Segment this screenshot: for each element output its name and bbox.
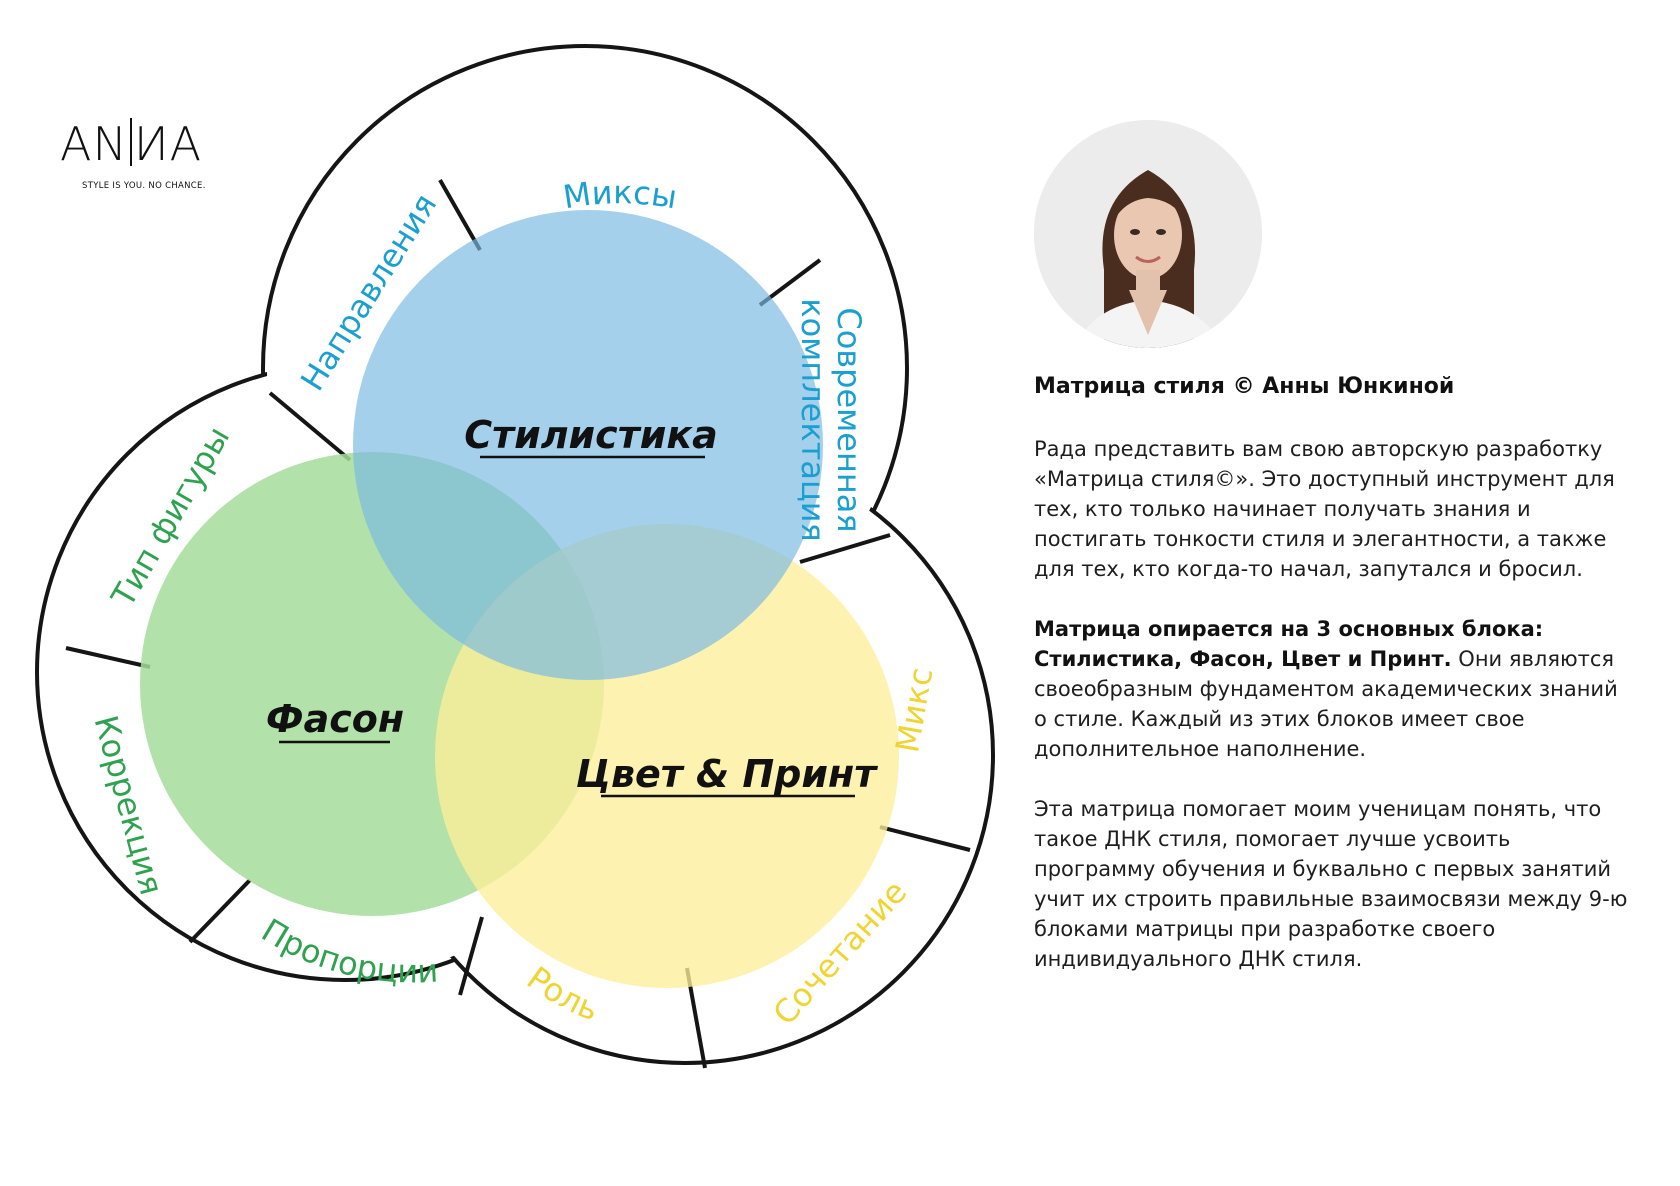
logo-tagline: STYLE IS YOU. NO CHANCE. [82,181,206,191]
segment-dividers [65,179,971,1069]
title-stylistics: Стилистика [464,413,718,457]
venn-circles [140,210,899,988]
style-matrix-diagram: Стилистика Фасон Цвет & Принт Миксы Напр… [35,44,995,1069]
svg-text:Современная: Современная [830,307,868,532]
circle-stylistics [353,210,823,680]
article-paragraph-3: Эта матрица помогает моим ученицам понят… [1034,797,1628,971]
article-paragraph-1: Рада представить вам свою авторскую разр… [1034,437,1615,581]
title-color-print: Цвет & Принт [576,752,879,796]
segment-mixes: Миксы [561,173,680,216]
segment-modern-set: Современная комплектация [794,298,868,542]
author-photo [1034,120,1262,348]
article: Матрица стиля © Анны Юнкиной Рада предст… [1034,372,1634,1004]
svg-text:комплектация: комплектация [794,298,832,542]
article-title: Матрица стиля © Анны Юнкиной [1034,374,1455,399]
title-fason: Фасон [266,697,404,741]
article-paragraph-2: Матрица опирается на 3 основных блока: С… [1034,617,1618,761]
